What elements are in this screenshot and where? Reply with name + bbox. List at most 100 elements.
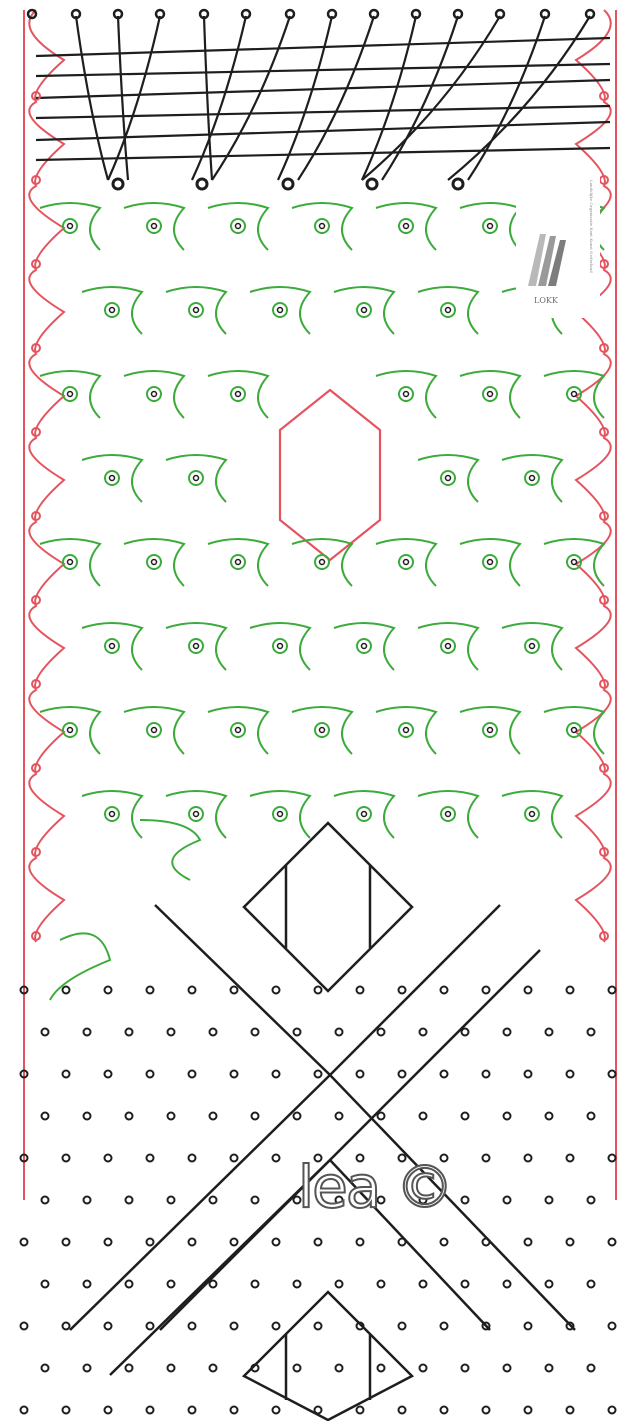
- ground-thread: [334, 623, 394, 670]
- grid-pin: [273, 1071, 280, 1078]
- ground-pin: [488, 224, 493, 229]
- lokk-logo: LOKK Landelijke Organisatie Kant Kunst N…: [516, 176, 600, 318]
- grid-pin: [210, 1365, 217, 1372]
- grid-pin: [315, 1323, 322, 1330]
- ground-pin: [152, 560, 157, 565]
- grid-pin: [399, 1071, 406, 1078]
- grid-pin: [168, 1197, 175, 1204]
- grid-pin: [546, 1113, 553, 1120]
- ground-pin: [446, 308, 451, 313]
- grid-pin: [441, 1239, 448, 1246]
- top-pin: [114, 10, 122, 18]
- ground-pin: [404, 560, 409, 565]
- grid-pin: [210, 1029, 217, 1036]
- loop-pin: [283, 179, 293, 189]
- grid-pin: [126, 1365, 133, 1372]
- ground-thread: [376, 371, 436, 418]
- ground-thread: [166, 623, 226, 670]
- logo-acronym: LOKK: [534, 296, 558, 305]
- loop-pin: [453, 179, 463, 189]
- trailing-thread: [50, 933, 110, 1000]
- loop-pin: [197, 179, 207, 189]
- grid-pin: [105, 1407, 112, 1414]
- ground-pin: [68, 392, 73, 397]
- ground-pin: [530, 476, 535, 481]
- top-pin: [286, 10, 294, 18]
- grid-pin: [168, 1365, 175, 1372]
- grid-pin: [273, 1323, 280, 1330]
- ground-thread: [376, 203, 436, 250]
- grid-pin: [609, 1239, 616, 1246]
- ground-thread: [460, 371, 520, 418]
- grid-pin: [315, 1407, 322, 1414]
- ground-thread: [418, 791, 478, 838]
- grid-pin: [231, 987, 238, 994]
- grid-pin: [378, 1365, 385, 1372]
- ground-pin: [446, 644, 451, 649]
- grid-pin: [105, 1155, 112, 1162]
- grid-pin: [441, 1323, 448, 1330]
- grid-pin: [336, 1113, 343, 1120]
- logo-full-name: Landelijke Organisatie Kant Kunst Nederl…: [576, 180, 594, 314]
- ground-loop: [441, 639, 455, 653]
- ground-pin: [236, 560, 241, 565]
- ground-pin: [194, 644, 199, 649]
- ground-loop: [357, 639, 371, 653]
- ground-loop: [441, 303, 455, 317]
- ground-thread: [502, 455, 562, 502]
- grid-pin: [504, 1029, 511, 1036]
- ground-loop: [63, 555, 77, 569]
- grid-pin: [609, 1407, 616, 1414]
- ground-thread: [124, 707, 184, 754]
- ground-loop: [399, 723, 413, 737]
- grid-pin: [21, 1239, 28, 1246]
- ground-pin: [194, 812, 199, 817]
- ground-loop: [483, 387, 497, 401]
- grid-pin: [63, 1407, 70, 1414]
- grid-pin: [588, 1365, 595, 1372]
- ground-loop: [105, 303, 119, 317]
- grid-pin: [84, 1029, 91, 1036]
- grid-pin: [483, 1071, 490, 1078]
- grid-pin: [126, 1281, 133, 1288]
- grid-pin: [294, 1365, 301, 1372]
- grid-pin: [420, 1281, 427, 1288]
- grid-pin: [231, 1323, 238, 1330]
- grid-pin: [609, 987, 616, 994]
- ground-loop: [63, 723, 77, 737]
- grid-pin: [63, 987, 70, 994]
- ground-thread: [460, 539, 520, 586]
- grid-pin: [441, 987, 448, 994]
- top-pin: [496, 10, 504, 18]
- ground-pin: [362, 812, 367, 817]
- ground-pin: [110, 812, 115, 817]
- grid-pin: [252, 1113, 259, 1120]
- grid-pin: [567, 1407, 574, 1414]
- grid-pin: [567, 1239, 574, 1246]
- ground-loop: [273, 807, 287, 821]
- ground-pin: [320, 560, 325, 565]
- grid-pin: [105, 1239, 112, 1246]
- ground-loop: [147, 723, 161, 737]
- grid-pin: [63, 1323, 70, 1330]
- grid-pin: [462, 1197, 469, 1204]
- ground-loop: [231, 555, 245, 569]
- grid-pin: [210, 1281, 217, 1288]
- ground-threads: [40, 203, 604, 1000]
- grid-pin: [399, 987, 406, 994]
- ground-loop: [357, 303, 371, 317]
- ground-loop: [399, 387, 413, 401]
- grid-pin: [378, 1029, 385, 1036]
- ground-thread: [208, 707, 268, 754]
- ground-thread: [124, 539, 184, 586]
- grid-pin: [462, 1365, 469, 1372]
- ground-thread: [124, 203, 184, 250]
- ground-loop: [273, 303, 287, 317]
- ground-thread: [208, 203, 268, 250]
- top-pin: [328, 10, 336, 18]
- grid-pin: [252, 1197, 259, 1204]
- grid-pin: [525, 1071, 532, 1078]
- ground-thread: [544, 539, 604, 586]
- grid-pin: [315, 1239, 322, 1246]
- edge-thread-zigzag: [29, 10, 64, 942]
